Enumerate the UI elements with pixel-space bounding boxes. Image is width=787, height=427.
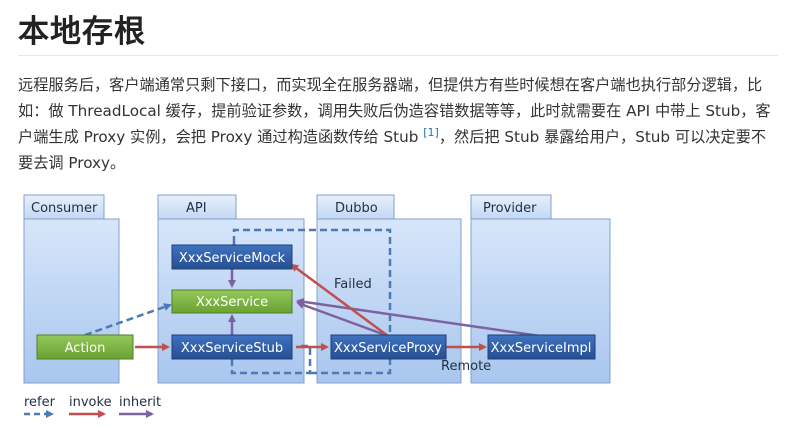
node-action-label: Action <box>65 341 106 356</box>
legend: refer invoke inherit <box>24 395 161 418</box>
paragraph-text: 远程服务后，客户端通常只剩下接口，而实现全在服务器端，但提供方有些时候想在客户端… <box>18 76 771 146</box>
failed-label: Failed <box>334 277 372 292</box>
footnote-link[interactable]: [1] <box>423 125 439 139</box>
remote-label: Remote <box>441 359 491 374</box>
node-action: Action <box>36 334 134 360</box>
legend-refer-label: refer <box>24 395 56 410</box>
node-xxxservicestub-label: XxxServiceStub <box>181 341 283 356</box>
node-xxxserviceimpl-label: XxxServiceImpl <box>491 341 592 356</box>
legend-inherit-label: inherit <box>119 395 161 410</box>
node-xxxservicestub: XxxServiceStub <box>171 334 293 360</box>
description-paragraph: 远程服务后，客户端通常只剩下接口，而实现全在服务器端，但提供方有些时候想在客户端… <box>18 72 778 176</box>
node-xxxservice: XxxService <box>171 289 293 314</box>
api-label: API <box>186 201 207 216</box>
node-xxxservicemock-label: XxxServiceMock <box>179 251 286 266</box>
paragraph-tail: ，然后把 Stub 暴露给用户，Stub 可以决定要不要去调 Proxy。 <box>18 128 767 172</box>
page-title: 本地存根 <box>18 14 146 50</box>
node-xxxserviceproxy-label: XxxServiceProxy <box>334 341 442 356</box>
provider-label: Provider <box>483 201 537 216</box>
title-divider <box>18 55 778 56</box>
refer-loop-dubbo <box>230 228 392 375</box>
invoke-proxy-to-mock-failed <box>290 263 389 338</box>
inherit-proxy-to-service <box>296 301 389 338</box>
legend-invoke-label: invoke <box>69 395 112 410</box>
consumer-label: Consumer <box>31 201 98 216</box>
node-xxxservice-label: XxxService <box>196 295 268 310</box>
node-xxxserviceimpl: XxxServiceImpl <box>487 334 596 360</box>
dubbo-label: Dubbo <box>335 201 378 216</box>
refer-action-to-service <box>84 303 172 337</box>
node-xxxserviceproxy: XxxServiceProxy <box>330 334 447 360</box>
node-xxxservicemock: XxxServiceMock <box>171 244 293 270</box>
inherit-impl-to-service <box>296 297 541 338</box>
